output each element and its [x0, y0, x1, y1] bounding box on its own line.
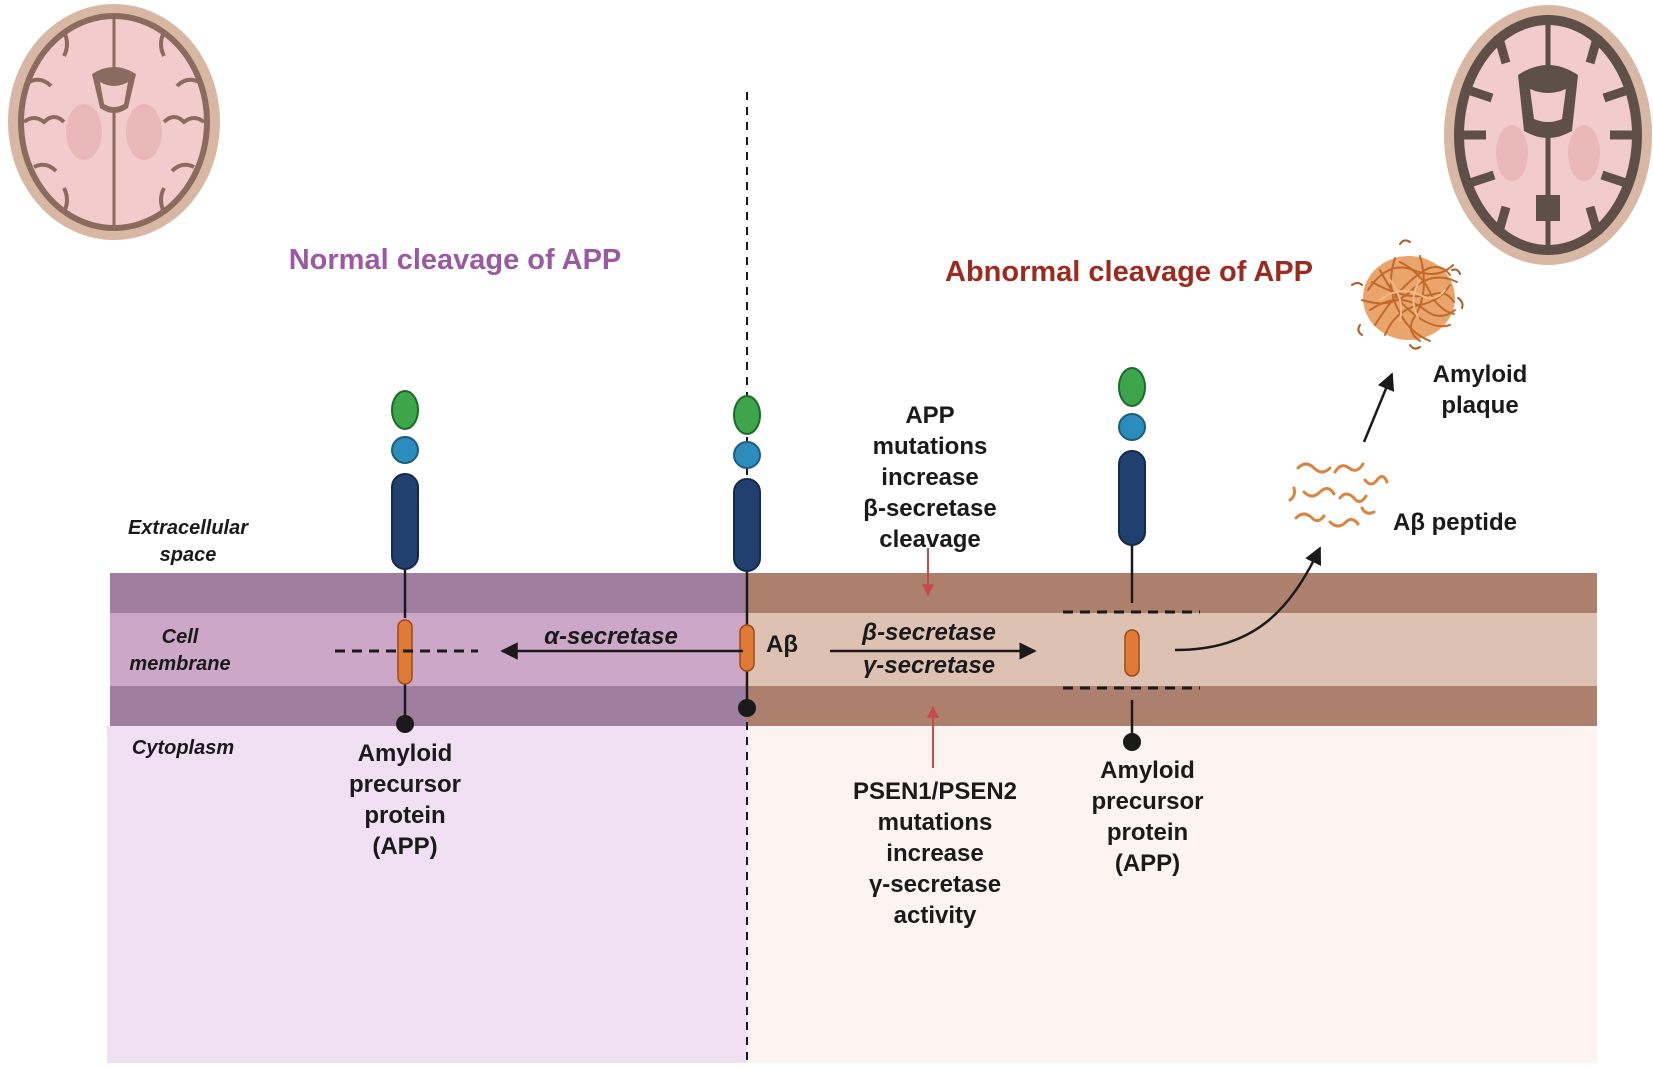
- app-mutation-note: APP mutations increase β-secretase cleav…: [863, 402, 997, 553]
- abnormal-app-protein: [1063, 367, 1200, 751]
- normal-cell-membrane: [110, 573, 747, 726]
- app-anchor-dot: [738, 699, 756, 717]
- normal-brain-icon: [8, 4, 220, 240]
- app-domain-green: [733, 395, 761, 435]
- normal-title: Normal cleavage of APP: [289, 244, 622, 276]
- cytoplasm-label: Cytoplasm: [131, 737, 235, 759]
- app-anchor-dot: [1123, 733, 1141, 751]
- abeta-peptide-icon: [1288, 462, 1389, 528]
- app-domain-green: [391, 390, 419, 430]
- app-domain-teal: [1118, 413, 1146, 441]
- abnormal-cell-membrane: [747, 573, 1597, 726]
- peptide-release-arrow: [1174, 546, 1322, 652]
- beta-secretase-label: β-secretase: [861, 619, 996, 646]
- app-domain-navy: [1118, 450, 1146, 546]
- app-abeta-segment: [739, 624, 755, 672]
- abnormal-brain-icon: [1444, 5, 1652, 265]
- amyloid-plaque-label: Amyloid plaque: [1432, 361, 1528, 419]
- normal-cytoplasm-region: [107, 726, 747, 1063]
- abeta-peptide-label: Aβ peptide: [1393, 509, 1517, 536]
- app-domain-green: [1118, 367, 1146, 407]
- app-anchor-dot: [396, 715, 414, 733]
- normal-app-protein: [335, 390, 478, 733]
- app-domain-teal: [391, 436, 419, 464]
- abnormal-title: Abnormal cleavage of APP: [945, 256, 1313, 288]
- cell-membrane-label: Cell membrane: [129, 626, 231, 675]
- abnormal-cytoplasm-region: [747, 726, 1597, 1063]
- psen-mutation-note: PSEN1/PSEN2 mutations increase γ-secreta…: [852, 778, 1018, 929]
- alpha-secretase-label: α-secretase: [544, 623, 678, 650]
- extracellular-label: Extracellular space: [127, 517, 249, 566]
- plaque-formation-arrow: [1362, 372, 1395, 443]
- normal-app-label: Amyloid precursor protein (APP): [348, 740, 462, 860]
- app-abeta-segment: [1124, 629, 1140, 677]
- app-domain-navy: [733, 478, 761, 572]
- gamma-secretase-label: γ-secretase: [863, 652, 995, 679]
- amyloid-plaque-icon: [1351, 239, 1464, 350]
- center-app-protein: [733, 395, 761, 717]
- abeta-label: Aβ: [766, 631, 798, 658]
- abnormal-app-label: Amyloid precursor protein (APP): [1091, 757, 1204, 877]
- app-domain-teal: [733, 441, 761, 469]
- app-domain-navy: [391, 473, 419, 570]
